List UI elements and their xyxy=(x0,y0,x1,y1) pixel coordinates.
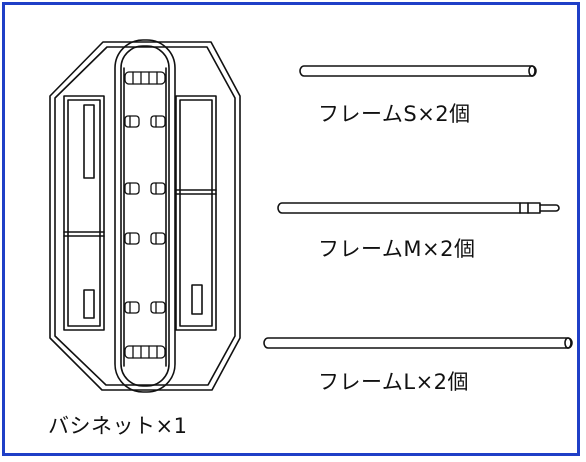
frame-s-label: フレームS×2個 xyxy=(318,102,471,126)
frame-m-rod xyxy=(277,202,560,214)
bassinet-icon xyxy=(49,39,241,393)
frame-m-label: フレームM×2個 xyxy=(318,237,476,261)
bassinet-label: バシネット×1 xyxy=(48,414,188,438)
diagram-frame xyxy=(2,2,580,456)
frame-l-rod xyxy=(263,337,573,349)
frame-l-label: フレームL×2個 xyxy=(318,370,470,394)
frame-s-rod xyxy=(299,65,537,77)
